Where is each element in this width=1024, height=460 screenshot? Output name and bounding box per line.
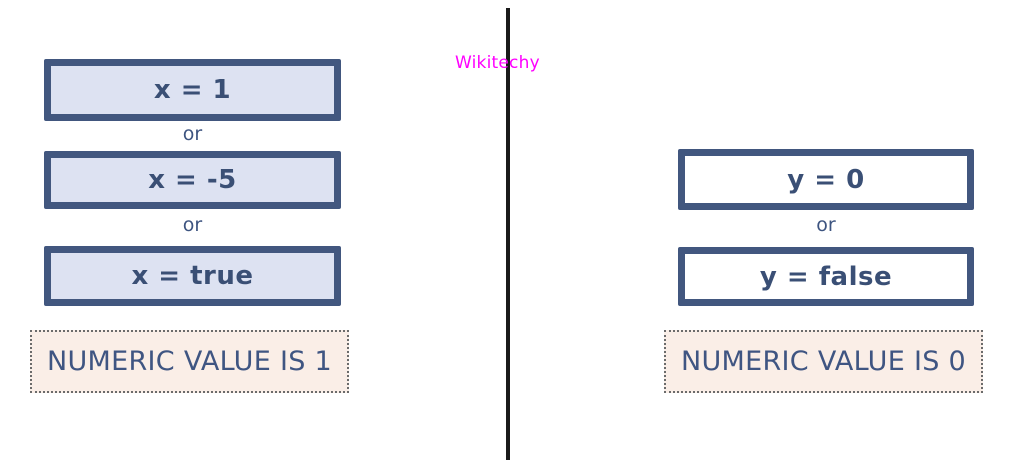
value-box-y-equals-0: y = 0 <box>678 149 974 210</box>
value-box-x-equals-true: x = true <box>44 246 341 306</box>
value-box-label: x = 1 <box>153 75 232 105</box>
value-box-label: y = 0 <box>787 164 865 195</box>
value-box-label: y = false <box>759 261 893 292</box>
value-box-label: x = -5 <box>148 165 237 195</box>
connector-or-left-1: or <box>182 123 203 145</box>
result-label: NUMERIC VALUE IS 0 <box>680 346 967 377</box>
connector-or-right-1: or <box>816 214 836 236</box>
result-box-numeric-value-1: NUMERIC VALUE IS 1 <box>30 330 349 393</box>
vertical-divider <box>506 8 510 460</box>
connector-or-left-2: or <box>182 214 203 236</box>
value-box-y-equals-false: y = false <box>678 247 974 306</box>
wikitechy-watermark: Wikitechy <box>455 53 540 73</box>
result-box-numeric-value-0: NUMERIC VALUE IS 0 <box>664 330 983 393</box>
value-box-x-equals-minus-5: x = -5 <box>44 151 341 209</box>
value-box-label: x = true <box>131 261 254 291</box>
value-box-x-equals-1: x = 1 <box>44 59 341 121</box>
result-label: NUMERIC VALUE IS 1 <box>46 346 333 377</box>
